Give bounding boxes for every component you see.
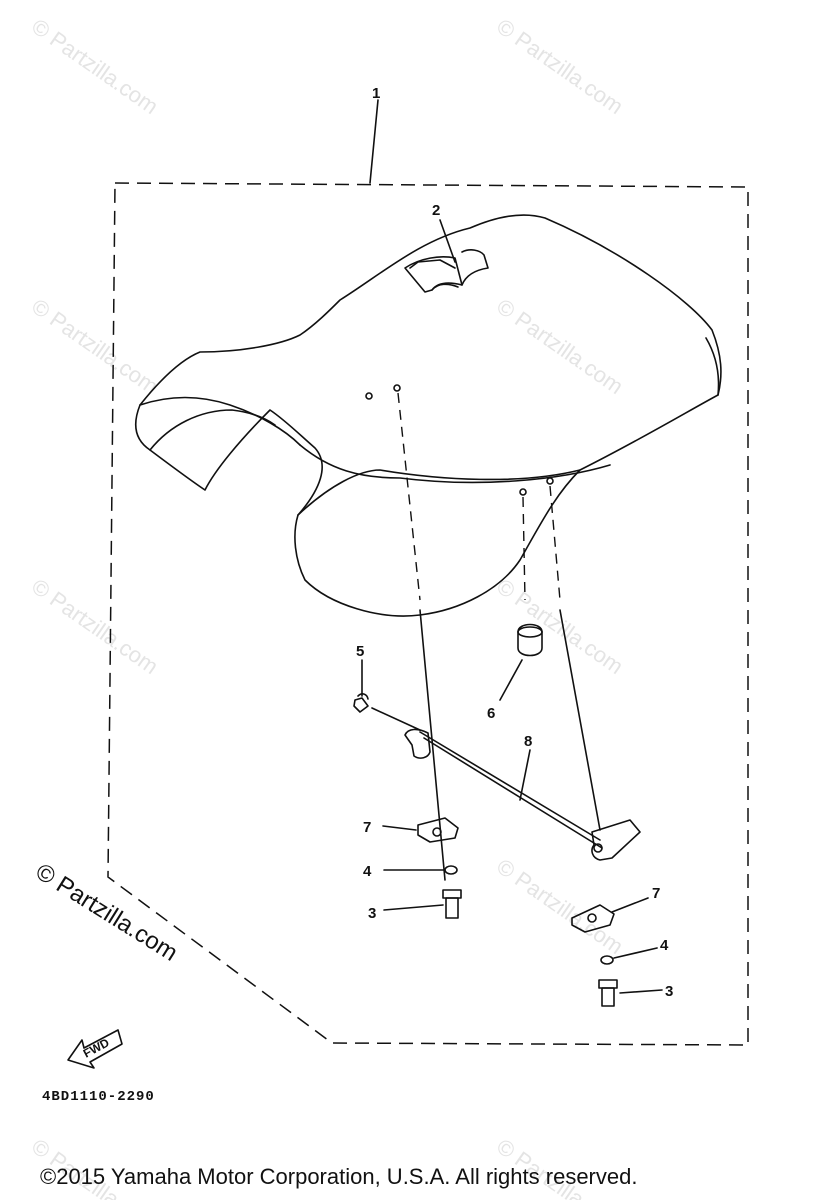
seat-rod xyxy=(371,707,641,861)
seat-side-crease xyxy=(297,469,581,516)
seat-front-pocket xyxy=(149,409,276,451)
callout-7-left: 7 xyxy=(363,819,371,836)
fwd-label: FWD xyxy=(81,1035,112,1060)
leader-line-3-left xyxy=(383,904,444,911)
right-bracket-7 xyxy=(571,904,615,933)
right-bolt-3 xyxy=(598,979,618,1007)
assembly-boundary xyxy=(107,182,749,1046)
watermark-text: © Partzilla.com xyxy=(492,854,628,960)
callout-6: 6 xyxy=(487,705,495,722)
leader-line-3-right xyxy=(619,989,663,994)
seat-rear-crease xyxy=(705,337,720,396)
clip xyxy=(353,693,369,713)
callout-5: 5 xyxy=(356,643,364,660)
watermark-text: © Partzilla.com xyxy=(492,294,628,400)
alignment-line xyxy=(522,496,526,601)
leader-line-2 xyxy=(439,219,456,263)
watermark-text: © Partzilla.com xyxy=(492,574,628,680)
leader-line-1 xyxy=(369,99,379,184)
watermark-text: © Partzilla.com xyxy=(27,294,163,400)
callout-2: 2 xyxy=(432,202,440,219)
left-bracket-7 xyxy=(417,817,459,843)
leader-line-7-left xyxy=(382,825,417,831)
leader-line-7-right xyxy=(611,897,649,913)
fwd-arrow-icon: FWD xyxy=(67,1029,123,1069)
right-washer-4 xyxy=(600,955,614,965)
watermark-text: © Partzilla.com xyxy=(27,574,163,680)
leader-line-6 xyxy=(499,659,523,701)
copyright-notice: ©2015 Yamaha Motor Corporation, U.S.A. A… xyxy=(40,1164,638,1189)
partzilla-watermark: © Partzilla.com xyxy=(31,858,182,967)
rod-left-bracket xyxy=(404,728,431,759)
damper xyxy=(517,623,543,657)
callout-4-left: 4 xyxy=(363,863,372,880)
leader-line-4-right xyxy=(613,947,658,959)
callout-1: 1 xyxy=(372,85,380,102)
callout-4-right: 4 xyxy=(660,937,669,954)
watermark-text: © Partzilla.com xyxy=(492,14,628,120)
alignment-line xyxy=(549,485,561,601)
callout-3-right: 3 xyxy=(665,983,673,1000)
seat-upper-edge xyxy=(139,396,301,446)
left-bolt-3 xyxy=(442,889,462,919)
seat-drawing xyxy=(134,214,722,617)
watermark-layer: © Partzilla.com © Partzilla.com © Partzi… xyxy=(27,14,628,1200)
seat-strap xyxy=(404,249,489,293)
leader-line-8 xyxy=(519,749,531,801)
alignment-line-lower-left xyxy=(419,609,446,881)
watermark-text: © Partzilla.com xyxy=(27,14,163,120)
part-code: 4BD1110-2290 xyxy=(42,1089,155,1105)
alignment-line xyxy=(397,392,421,601)
callout-3-left: 3 xyxy=(368,905,376,922)
seat-side-panel xyxy=(299,444,611,484)
rod-right-bracket xyxy=(591,819,641,861)
seat-outline xyxy=(134,214,722,617)
callout-7-right: 7 xyxy=(652,885,660,902)
seat-mounting-holes xyxy=(365,384,554,496)
left-washer-4 xyxy=(444,865,458,875)
callout-8: 8 xyxy=(524,733,532,750)
alignment-line-lower-right xyxy=(559,609,601,831)
